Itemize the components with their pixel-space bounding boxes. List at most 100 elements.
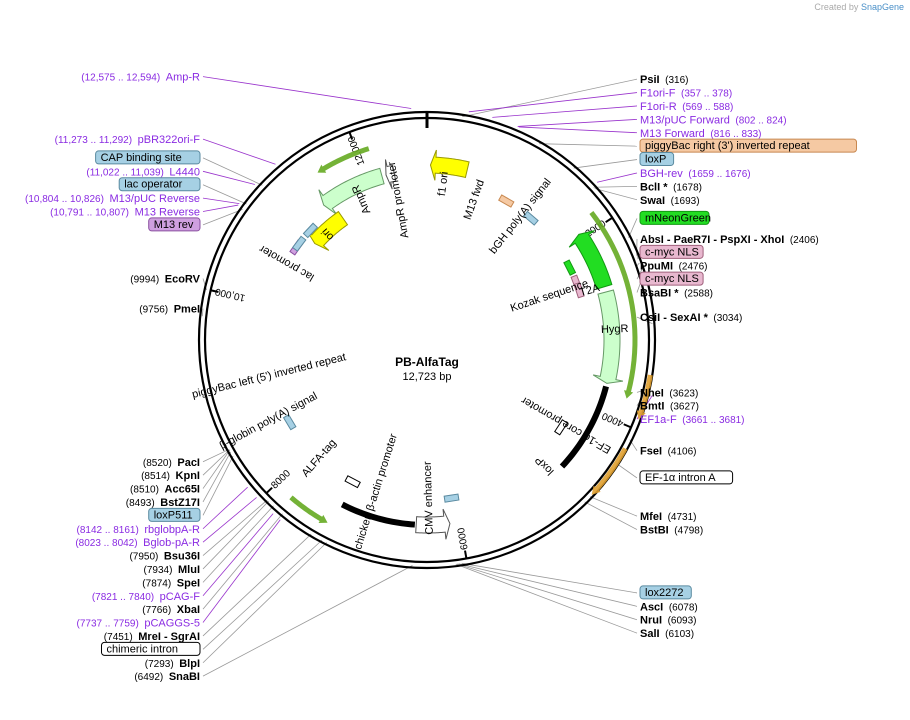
feature-label-alfa-tag: ALFA-tag (300, 437, 339, 479)
restriction-site-position: (2406) (790, 235, 819, 246)
leader-line (202, 204, 239, 212)
leader-line (636, 316, 653, 325)
plasmid-name: PB-AlfaTag (395, 355, 459, 369)
feature-label-f1-ori: f1 ori (436, 171, 451, 197)
leader-line (468, 92, 638, 113)
primer-name: L4440 (169, 166, 200, 178)
leader-line (202, 450, 231, 489)
primer-label: (8023 .. 8042) Bglob-pA-R (75, 537, 200, 549)
restriction-site-name: SalI (640, 628, 660, 640)
primer-position: (7821 .. 7840) (92, 592, 154, 603)
restriction-site-label: FseI (4106) (640, 446, 696, 458)
leader-line (202, 184, 247, 205)
restriction-site-name: MreI - SgrAI (138, 631, 200, 643)
leader-line (202, 533, 312, 637)
leader-line (597, 172, 638, 183)
restriction-site-position: (2476) (679, 262, 708, 273)
tick-label: 10,000 (214, 285, 247, 303)
primer-name: Bglob-pA-R (143, 537, 200, 549)
restriction-site-label: (7293) BlpI (145, 658, 200, 670)
restriction-site-position: (8510) (130, 485, 159, 496)
leader-line (492, 105, 638, 118)
leader-line (538, 143, 638, 147)
primer-name: EF1a-F (640, 414, 677, 426)
restriction-site-position: (1693) (671, 196, 700, 207)
restriction-site-label: MfeI (4731) (640, 511, 696, 523)
plasmid-length: 12,723 bp (403, 371, 452, 383)
leader-line (202, 486, 248, 530)
feature-box-label: loxP (645, 154, 666, 166)
restriction-site-position: (6492) (134, 672, 163, 683)
feature-box-label: M13 rev (154, 219, 194, 231)
primer-position: (11,022 .. 11,039) (86, 167, 163, 178)
restriction-site-label: PpuMI (2476) (640, 261, 707, 273)
leader-line (616, 463, 638, 479)
feature-box-loxp (639, 152, 675, 167)
feature-box-label: c-myc NLS (645, 273, 699, 285)
feature-label-bgh-poly-a-signal: bGH poly(A) signal (487, 176, 554, 256)
primer-label: M13/pUC Forward (802 .. 824) (640, 114, 787, 126)
restriction-site-label: (7766) XbaI (142, 604, 200, 616)
restriction-site-name: PacI (177, 457, 200, 469)
feature-f1-ori (429, 149, 470, 181)
restriction-site-position: (7874) (142, 578, 171, 589)
leader-line (202, 157, 263, 186)
feature-hygr (592, 289, 624, 384)
restriction-site-name: PpuMI (640, 261, 673, 273)
leader-line (202, 455, 234, 516)
feature-box-label: CAP binding site (101, 152, 182, 164)
restriction-site-label: CsiI - SexAI * (3034) (640, 312, 742, 324)
restriction-site-name: EcoRV (165, 273, 201, 285)
feature-box-label: c-myc NLS (645, 246, 699, 258)
restriction-site-name: BsaBI * (640, 288, 679, 300)
feature-box-mneongreen (639, 210, 710, 225)
restriction-site-label: AbsI - PaeR7I - PspXI - XhoI (2406) (640, 234, 819, 246)
restriction-site-name: PmeI (174, 304, 200, 316)
primer-position: (11,273 .. 11,292) (55, 135, 132, 146)
feature-box-lox2272 (639, 585, 692, 600)
center-label: PB-AlfaTag 12,723 bp (395, 355, 459, 383)
restriction-site-name: KpnI (176, 470, 200, 482)
restriction-site-label: (8514) KpnI (141, 470, 200, 482)
restriction-site-position: (6078) (669, 602, 698, 613)
primer-name: M13/pUC Forward (640, 114, 730, 126)
leader-line (462, 78, 638, 118)
restriction-site-label: AscI (6078) (640, 601, 698, 613)
restriction-site-position: (3627) (670, 402, 699, 413)
feature-label-t2a: T2A (578, 282, 601, 299)
feature-ampr-promoter (384, 159, 397, 190)
leader-line (517, 118, 638, 127)
leader-line (201, 308, 204, 317)
leader-line (202, 138, 276, 165)
restriction-site-label: (7950) Bsu36I (129, 551, 200, 563)
feature-mark-chimeric-intron (344, 475, 361, 489)
restriction-site-label: (9756) PmeI (139, 304, 200, 316)
primer-name: pCAGGS-5 (144, 618, 200, 630)
primer-position: (12,575 .. 12,594) (81, 73, 160, 84)
restriction-site-label: (8493) BstZ17I (126, 497, 200, 509)
feature-box-c-myc-nls (639, 271, 704, 286)
primer-label: (10,791 .. 10,807) M13 Reverse (50, 207, 200, 219)
restriction-site-position: (8514) (141, 471, 170, 482)
restriction-site-name: CsiI - SexAI * (640, 312, 709, 324)
primer-name: M13 Forward (640, 128, 705, 140)
feature-box-chimeric-intron (101, 641, 201, 656)
feature-box-loxp511 (148, 507, 201, 522)
tick-label: 4000 (600, 409, 625, 428)
feature-box-m13-rev (148, 217, 201, 232)
restriction-site-name: BstZ17I (160, 497, 200, 509)
feature-box-ef-1-intron-a (639, 470, 734, 485)
restriction-site-position: (3623) (669, 388, 698, 399)
restriction-site-label: (9994) EcoRV (130, 273, 200, 285)
feature-mark-loxp511 (282, 413, 297, 431)
feature-box-label: mNeonGreen (645, 212, 711, 224)
orf-arc (591, 447, 628, 495)
tick-label: 8000 (269, 468, 293, 492)
restriction-site-label: SwaI (1693) (640, 195, 700, 207)
tick-mark (623, 423, 632, 429)
leader-line (202, 170, 255, 185)
primer-label: F1ori-R (569 .. 588) (640, 101, 733, 113)
primer-label: BGH-rev (1659 .. 1676) (640, 168, 751, 180)
primer-position: (7737 .. 7759) (77, 619, 139, 630)
leader-line (202, 197, 240, 204)
